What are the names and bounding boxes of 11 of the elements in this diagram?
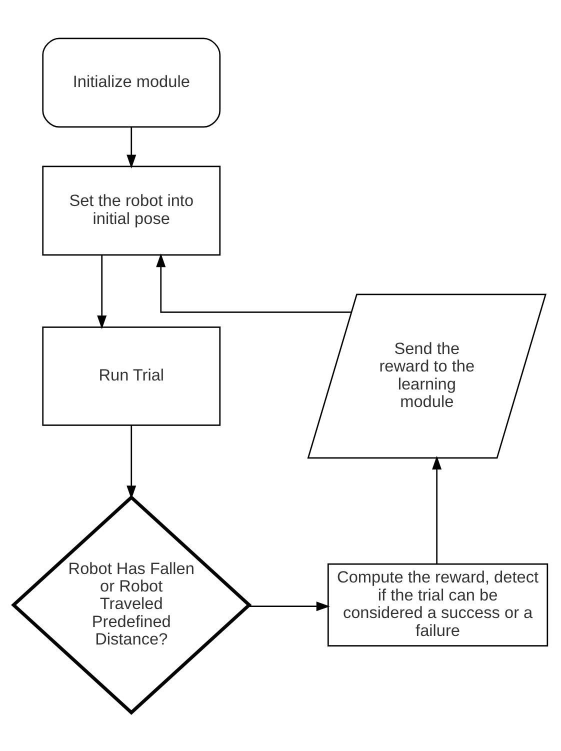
arrow [248,602,330,612]
node-box: Compute the reward, detect if the trial can be considered a success or a failure [327,563,548,646]
arrow [126,425,136,500]
arrow [126,127,136,168]
arrow [156,253,352,313]
node-diamond: Robot Has Fallen or Robot Traveled Predefined Distance? [11,495,252,715]
node-box: Run Trial [42,326,221,426]
node-box: Initialize module [42,38,221,128]
arrow [97,255,107,330]
arrow [432,456,442,564]
node-box: Set the robot into initial pose [42,166,221,256]
